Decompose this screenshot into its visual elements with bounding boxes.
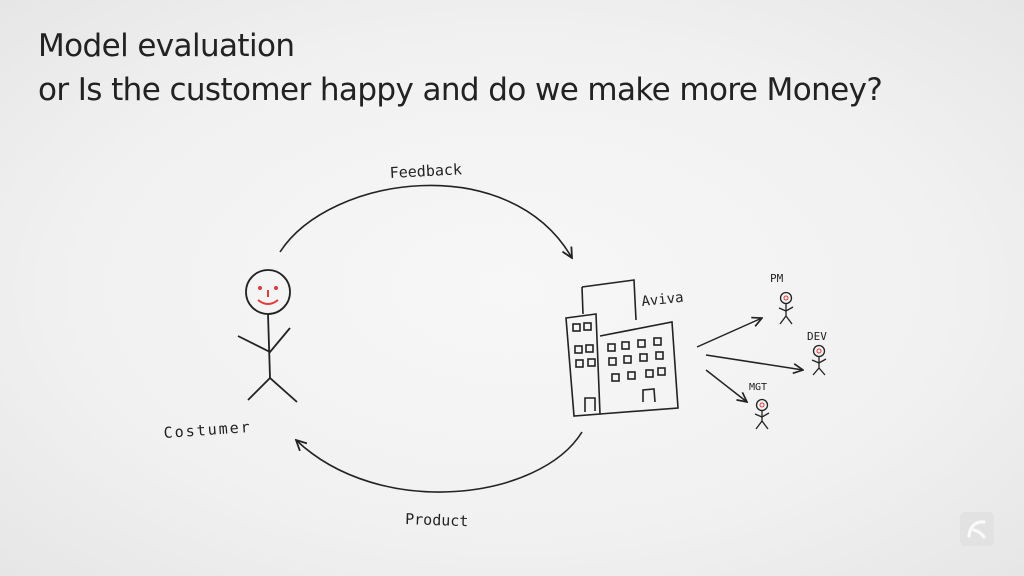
- customer-figure: [237, 269, 298, 403]
- role-mgt-label: MGT: [749, 382, 767, 393]
- dev-figure: [811, 344, 827, 376]
- slide-title: Model evaluation or Is the customer happ…: [38, 24, 883, 112]
- role-pm-label: PM: [770, 272, 784, 285]
- arrow-to-dev: [705, 354, 803, 370]
- feedback-arrow: [279, 184, 572, 258]
- customer-label: Costumer: [163, 418, 252, 442]
- company-building-icon: [565, 279, 679, 417]
- title-line-1: Model evaluation: [38, 28, 295, 64]
- role-dev-label: DEV: [807, 330, 827, 343]
- product-label: Product: [405, 510, 469, 530]
- arrow-to-pm: [696, 318, 762, 348]
- feedback-label: Feedback: [389, 160, 462, 182]
- mgt-figure: [754, 398, 770, 430]
- title-line-2: or Is the customer happy and do we make …: [38, 72, 883, 108]
- product-arrow: [296, 431, 583, 493]
- arrow-to-mgt: [705, 369, 747, 402]
- brand-logo-icon: [960, 512, 994, 546]
- company-label: Aviva: [641, 290, 685, 310]
- pm-figure: [778, 291, 794, 325]
